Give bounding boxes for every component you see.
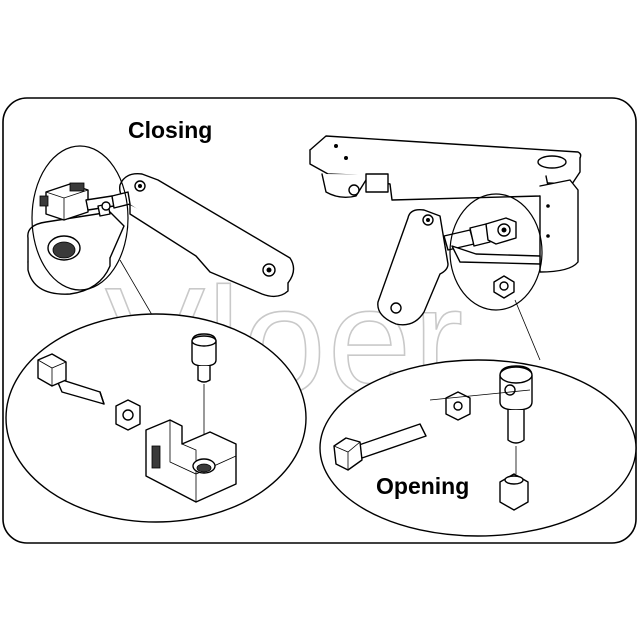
closing-label: Closing xyxy=(128,117,212,143)
closing-detail-ellipse xyxy=(5,313,307,523)
closing-arm-assembly xyxy=(27,173,295,298)
closing-zoom-circle xyxy=(31,145,129,291)
opening-zoom-circle xyxy=(449,193,543,311)
opening-detail-ellipse xyxy=(319,359,637,537)
closing-detail-parts xyxy=(37,333,237,503)
opening-label: Opening xyxy=(376,473,469,499)
opening-detail-parts xyxy=(333,365,533,511)
opening-arm-assembly xyxy=(309,135,582,326)
